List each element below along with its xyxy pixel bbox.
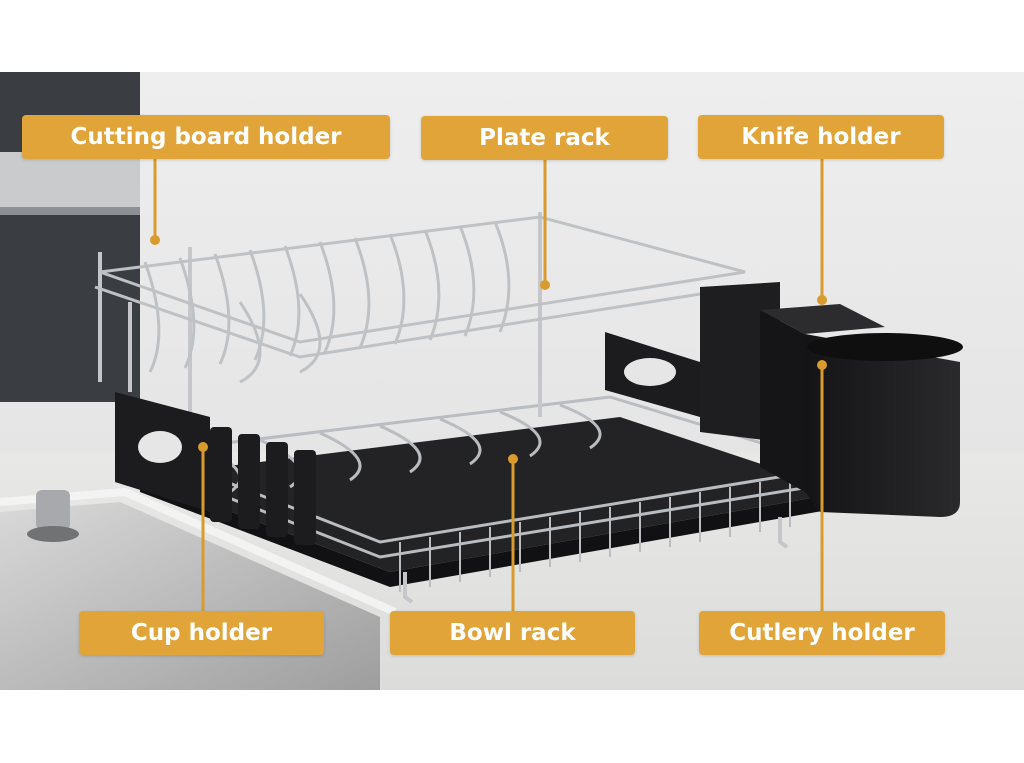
cabinet-shelf	[0, 152, 140, 212]
knife-holder-label: Knife holder	[698, 115, 944, 159]
dish-rack-illustration	[0, 72, 1024, 690]
plate-rack-wires	[94, 215, 746, 384]
rack-uprights	[98, 212, 542, 422]
dish-rack-photo	[0, 72, 1024, 690]
cutlery-holder	[805, 334, 960, 517]
faucet-knob	[36, 490, 70, 530]
knife-holder-body	[760, 310, 805, 492]
cup-holder-slot	[138, 431, 182, 463]
faucet-base	[27, 526, 79, 542]
cutting-board-holder-label: Cutting board holder	[22, 115, 390, 159]
rack-foot	[403, 572, 414, 604]
leader-lines	[153, 159, 824, 611]
knife-holder-top	[760, 304, 885, 334]
plate-rack-label: Plate rack	[421, 116, 668, 160]
bowl-rack-front-bars	[399, 477, 791, 592]
leader-dots	[150, 235, 827, 464]
cutlery-holder-rim	[807, 333, 963, 361]
bowl-rack-label: Bowl rack	[390, 611, 635, 655]
rack-foot	[778, 517, 789, 549]
cutlery-holder-label: Cutlery holder	[699, 611, 945, 655]
cabinet-shelf-edge	[0, 207, 140, 215]
cup-holder-label: Cup holder	[79, 611, 324, 655]
side-panel-slot	[624, 358, 676, 386]
cup-hooks	[210, 427, 316, 545]
